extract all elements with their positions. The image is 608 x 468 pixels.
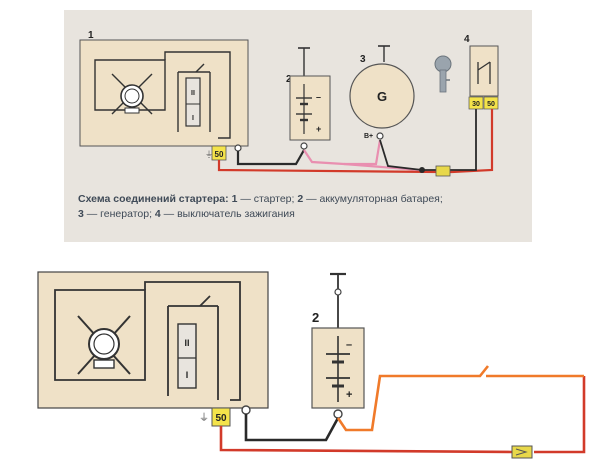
caption-num-2: 2 — [297, 193, 304, 205]
switch-terminal-50-label: 50 — [487, 101, 495, 108]
battery-block: 2 – + — [286, 47, 331, 150]
bottom-battery-block: 2 – + — [311, 272, 365, 419]
caption-num-4: 4 — [154, 208, 161, 220]
starter-housing — [79, 39, 249, 147]
bottom-wire-connector — [511, 445, 533, 459]
ground-icon: ⏚ — [205, 150, 213, 159]
caption-text-4: — выключатель зажигания — [160, 208, 295, 220]
bottom-diagram: II I 50 ⏚ 2 – + — [37, 271, 586, 459]
bottom-solenoid-relay: II I — [167, 295, 219, 400]
battery-plus-label: + — [316, 124, 321, 134]
bottom-ground-icon: ⏚ — [199, 412, 209, 424]
battery-label: 2 — [286, 74, 292, 85]
solenoid-relay: II I — [177, 63, 211, 132]
bottom-orange-wire — [336, 365, 490, 432]
bottom-relay-upper-label: II — [184, 338, 189, 348]
generator-letter: G — [377, 89, 387, 104]
bottom-wires — [219, 365, 586, 459]
switch-label: 4 — [464, 34, 470, 45]
switch-terminal-30-label: 30 — [472, 101, 480, 108]
relay-upper-winding-label: II — [191, 90, 195, 97]
bottom-battery-minus-label: – — [346, 339, 352, 351]
top-wires — [217, 109, 494, 177]
battery-minus-label: – — [316, 92, 321, 102]
bottom-starter-housing — [37, 271, 269, 409]
caption-text-2: — аккумуляторная батарея; — [303, 193, 443, 205]
generator-icon — [349, 63, 415, 129]
starter-block: 1 II I — [79, 30, 249, 161]
caption-num-3: 3 — [78, 208, 84, 220]
generator-block: 3 G B+ — [349, 45, 415, 140]
starter-label: 1 — [88, 30, 94, 41]
caption-text-3: — генератор; — [83, 208, 155, 220]
caption-num-1: 1 — [231, 193, 238, 205]
ignition-switch-block: 4 30 50 — [464, 34, 499, 110]
bottom-motor-icon — [77, 315, 131, 375]
generator-label: 3 — [360, 54, 366, 65]
bottom-relay-lower-label: I — [186, 370, 189, 380]
generator-b-plus-label: B+ — [364, 133, 373, 140]
bottom-battery-label: 2 — [312, 310, 319, 325]
top-diagram: 1 II I — [78, 30, 499, 220]
bottom-starter-block: II I 50 ⏚ — [37, 271, 269, 427]
starter-terminal-30 — [234, 144, 242, 152]
motor-icon — [111, 73, 153, 115]
relay-lower-winding-label: I — [192, 115, 194, 122]
starter-terminal-50-label: 50 — [215, 150, 224, 159]
bottom-battery-plus-label: + — [346, 389, 352, 401]
ignition-key-icon — [434, 55, 452, 93]
top-wire-connector — [435, 165, 451, 177]
bottom-terminal-50-label: 50 — [215, 413, 227, 424]
caption-text-1: — стартер; — [237, 193, 298, 205]
caption-title: Схема соединений стартера: — [78, 193, 229, 205]
bottom-starter-terminal-30 — [241, 405, 251, 415]
